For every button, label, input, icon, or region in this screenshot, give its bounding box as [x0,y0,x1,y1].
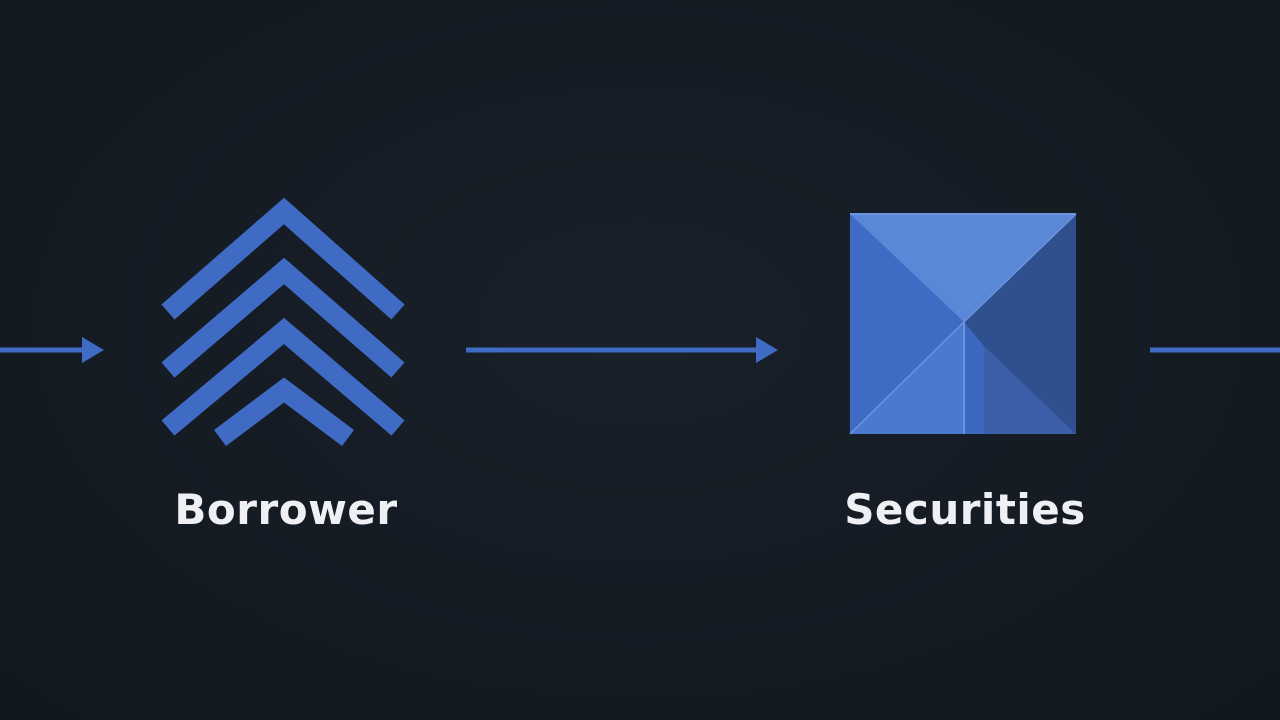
securities-label: Securities [844,485,1086,534]
chevron-stack-icon [161,197,405,446]
incoming-arrow [0,337,104,363]
folded-square-icon [849,213,1077,435]
connector-arrow [466,337,778,363]
borrower-label: Borrower [174,485,398,534]
